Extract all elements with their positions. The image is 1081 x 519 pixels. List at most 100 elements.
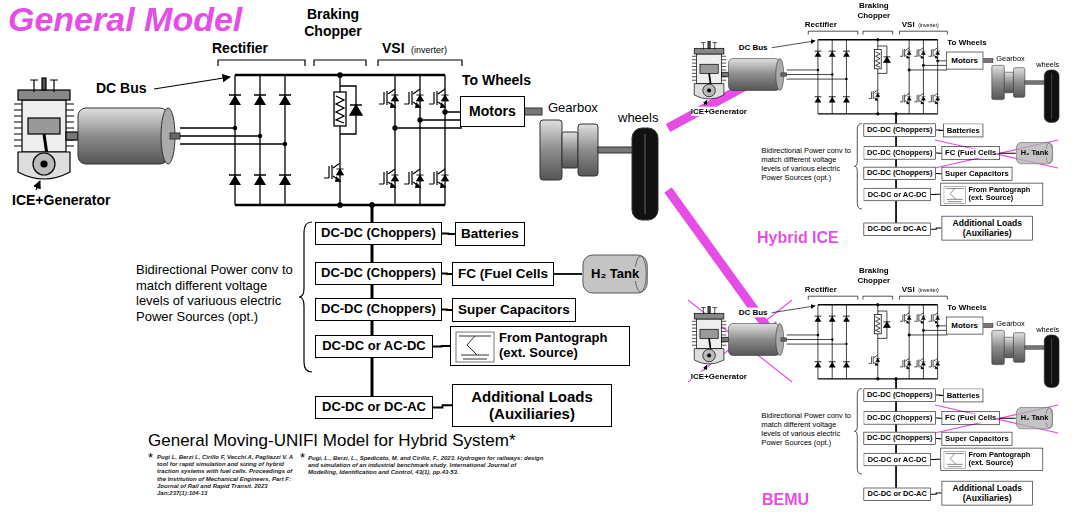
converter-box: DC-DC (Choppers)	[864, 146, 936, 159]
box-text: Super Capacitors	[458, 302, 570, 318]
box-text: DC-DC or AC-DC	[322, 339, 426, 354]
inverter-bridge	[900, 40, 947, 114]
power-link	[433, 405, 452, 407]
footnote-mark: *	[148, 450, 153, 466]
generator-illustration	[78, 108, 180, 164]
converter-box: DC-DC or AC-DC	[315, 335, 433, 358]
section-label: VSI	[902, 285, 915, 295]
note-text: Bidirectional Power conv to match differ…	[762, 411, 853, 447]
box-text: DC-DC or DC-AC	[322, 400, 426, 415]
bus-label: DC Bus	[739, 308, 768, 318]
group-brackets	[808, 296, 947, 474]
part-label: ICE+Generator	[691, 371, 747, 381]
converter-box: DC-DC or DC-AC	[315, 396, 433, 419]
leader-arrows	[705, 41, 816, 105]
section-label: Rectifier	[805, 20, 837, 30]
braking-chopper	[324, 73, 362, 207]
section-label: Braking Chopper	[852, 265, 896, 284]
box-text: Batteries	[947, 391, 980, 400]
fuel-cell-box: FC (Fuel Cells	[452, 262, 554, 286]
converter-box: DC-DC (Choppers)	[864, 389, 936, 402]
box-text: DC-DC or AC-DC	[868, 455, 927, 464]
auxiliary-loads-box: Additional Loads (Auxiliaries)	[942, 481, 1033, 505]
pantograph-box: From Pantograph (ext. Source)	[941, 448, 1044, 471]
reference-text: Pugi, L., Berzi, L., Spedicato, M. and C…	[308, 455, 546, 477]
box-text: H₂ Tank	[1021, 149, 1048, 158]
box-text: FC (Fuel Cells	[458, 266, 548, 282]
reference-text: Pugi L, Berzi L, Cirillo F, Vecchi A, Pa…	[157, 454, 297, 497]
generator-illustration	[728, 324, 786, 356]
box-text: Batteries	[947, 126, 980, 135]
part-label: ICE+Generator	[12, 192, 110, 209]
section-sublabel: (inverter)	[918, 23, 939, 29]
converter-box: DC-DC (Choppers)	[864, 411, 936, 424]
box-text: DC-DC or DC-AC	[868, 225, 927, 234]
note-text: Bidirectional Power conv to match differ…	[136, 262, 296, 324]
converter-box: DC-DC (Choppers)	[864, 432, 936, 445]
battery-box: Batteries	[943, 389, 983, 403]
page-title: General Model	[8, 0, 242, 39]
traction-schematic	[0, 0, 700, 440]
box-text: Additional Loads (Auxiliaries)	[945, 218, 1029, 238]
supercapacitor-box: Super Capacitors	[942, 432, 1013, 446]
diode-symbols	[815, 51, 850, 102]
strike-out-lines	[688, 140, 1058, 433]
power-link	[442, 273, 452, 275]
part-label: Gearbox	[548, 100, 598, 116]
box-text: Super Capacitors	[945, 434, 1009, 443]
box-text: DC-DC or DC-AC	[868, 490, 927, 499]
converter-box: DC-DC (Choppers)	[315, 262, 442, 285]
box-text: DC-DC (Choppers)	[867, 126, 932, 135]
motor-box: Motors	[946, 317, 983, 335]
pantograph-icon	[943, 186, 966, 204]
box-text: Motors	[951, 56, 978, 65]
box-text: DC-DC (Choppers)	[867, 414, 932, 423]
section-label: Rectifier	[212, 40, 268, 57]
power-link	[931, 194, 941, 195]
engine-illustration	[14, 78, 78, 179]
footnote-mark: *	[300, 450, 305, 466]
box-text: Motors	[469, 103, 516, 119]
inverter-bridge	[379, 75, 462, 205]
converter-box: DC-DC (Choppers)	[315, 298, 442, 321]
section-label: Braking Chopper	[852, 0, 896, 19]
engine-illustration	[692, 41, 728, 99]
diode-symbols	[229, 95, 291, 185]
converter-box: DC-DC (Choppers)	[864, 167, 936, 180]
section-label: VSI	[382, 40, 405, 57]
box-text: DC-DC (Choppers)	[321, 302, 436, 317]
braking-chopper	[869, 38, 891, 115]
rectifier-bridge	[787, 40, 938, 114]
box-text: From Pantograph (ext. Source)	[968, 186, 1039, 203]
group-brackets	[808, 31, 947, 209]
motor-box: Motors	[946, 52, 983, 70]
inverter-bridge	[900, 305, 947, 379]
converter-box: DC-DC or DC-AC	[864, 488, 931, 501]
pantograph-icon	[455, 331, 495, 363]
box-text: DC-DC (Choppers)	[867, 391, 932, 400]
power-link	[554, 273, 582, 275]
part-label: ICE+Generator	[691, 106, 747, 116]
section-label: VSI	[902, 20, 915, 30]
part-label: wheels	[618, 110, 658, 126]
box-text: Additional Loads (Auxiliaries)	[458, 388, 606, 423]
converter-box: DC-DC or AC-DC	[864, 188, 931, 201]
power-link	[1000, 153, 1016, 154]
leader-arrows	[36, 77, 230, 190]
box-text: From Pantograph (ext. Source)	[499, 331, 624, 361]
power-link	[442, 233, 455, 235]
variant-label: BEMU	[762, 490, 809, 509]
converter-box: DC-DC or AC-DC	[864, 453, 931, 466]
converter-box: DC-DC (Choppers)	[315, 222, 442, 245]
traction-schematic	[684, 262, 1081, 513]
box-text: Batteries	[461, 226, 519, 242]
output-label: To Wheels	[947, 38, 986, 48]
bus-label: DC Bus	[96, 80, 147, 97]
output-label: To Wheels	[947, 303, 986, 313]
section-sublabel: (inverter)	[918, 288, 939, 294]
converter-box: DC-DC or DC-AC	[864, 223, 931, 236]
pantograph-box: From Pantograph (ext. Source)	[941, 183, 1044, 206]
auxiliary-loads-box: Additional Loads (Auxiliaries)	[942, 216, 1033, 240]
box-text: DC-DC (Choppers)	[867, 149, 932, 158]
